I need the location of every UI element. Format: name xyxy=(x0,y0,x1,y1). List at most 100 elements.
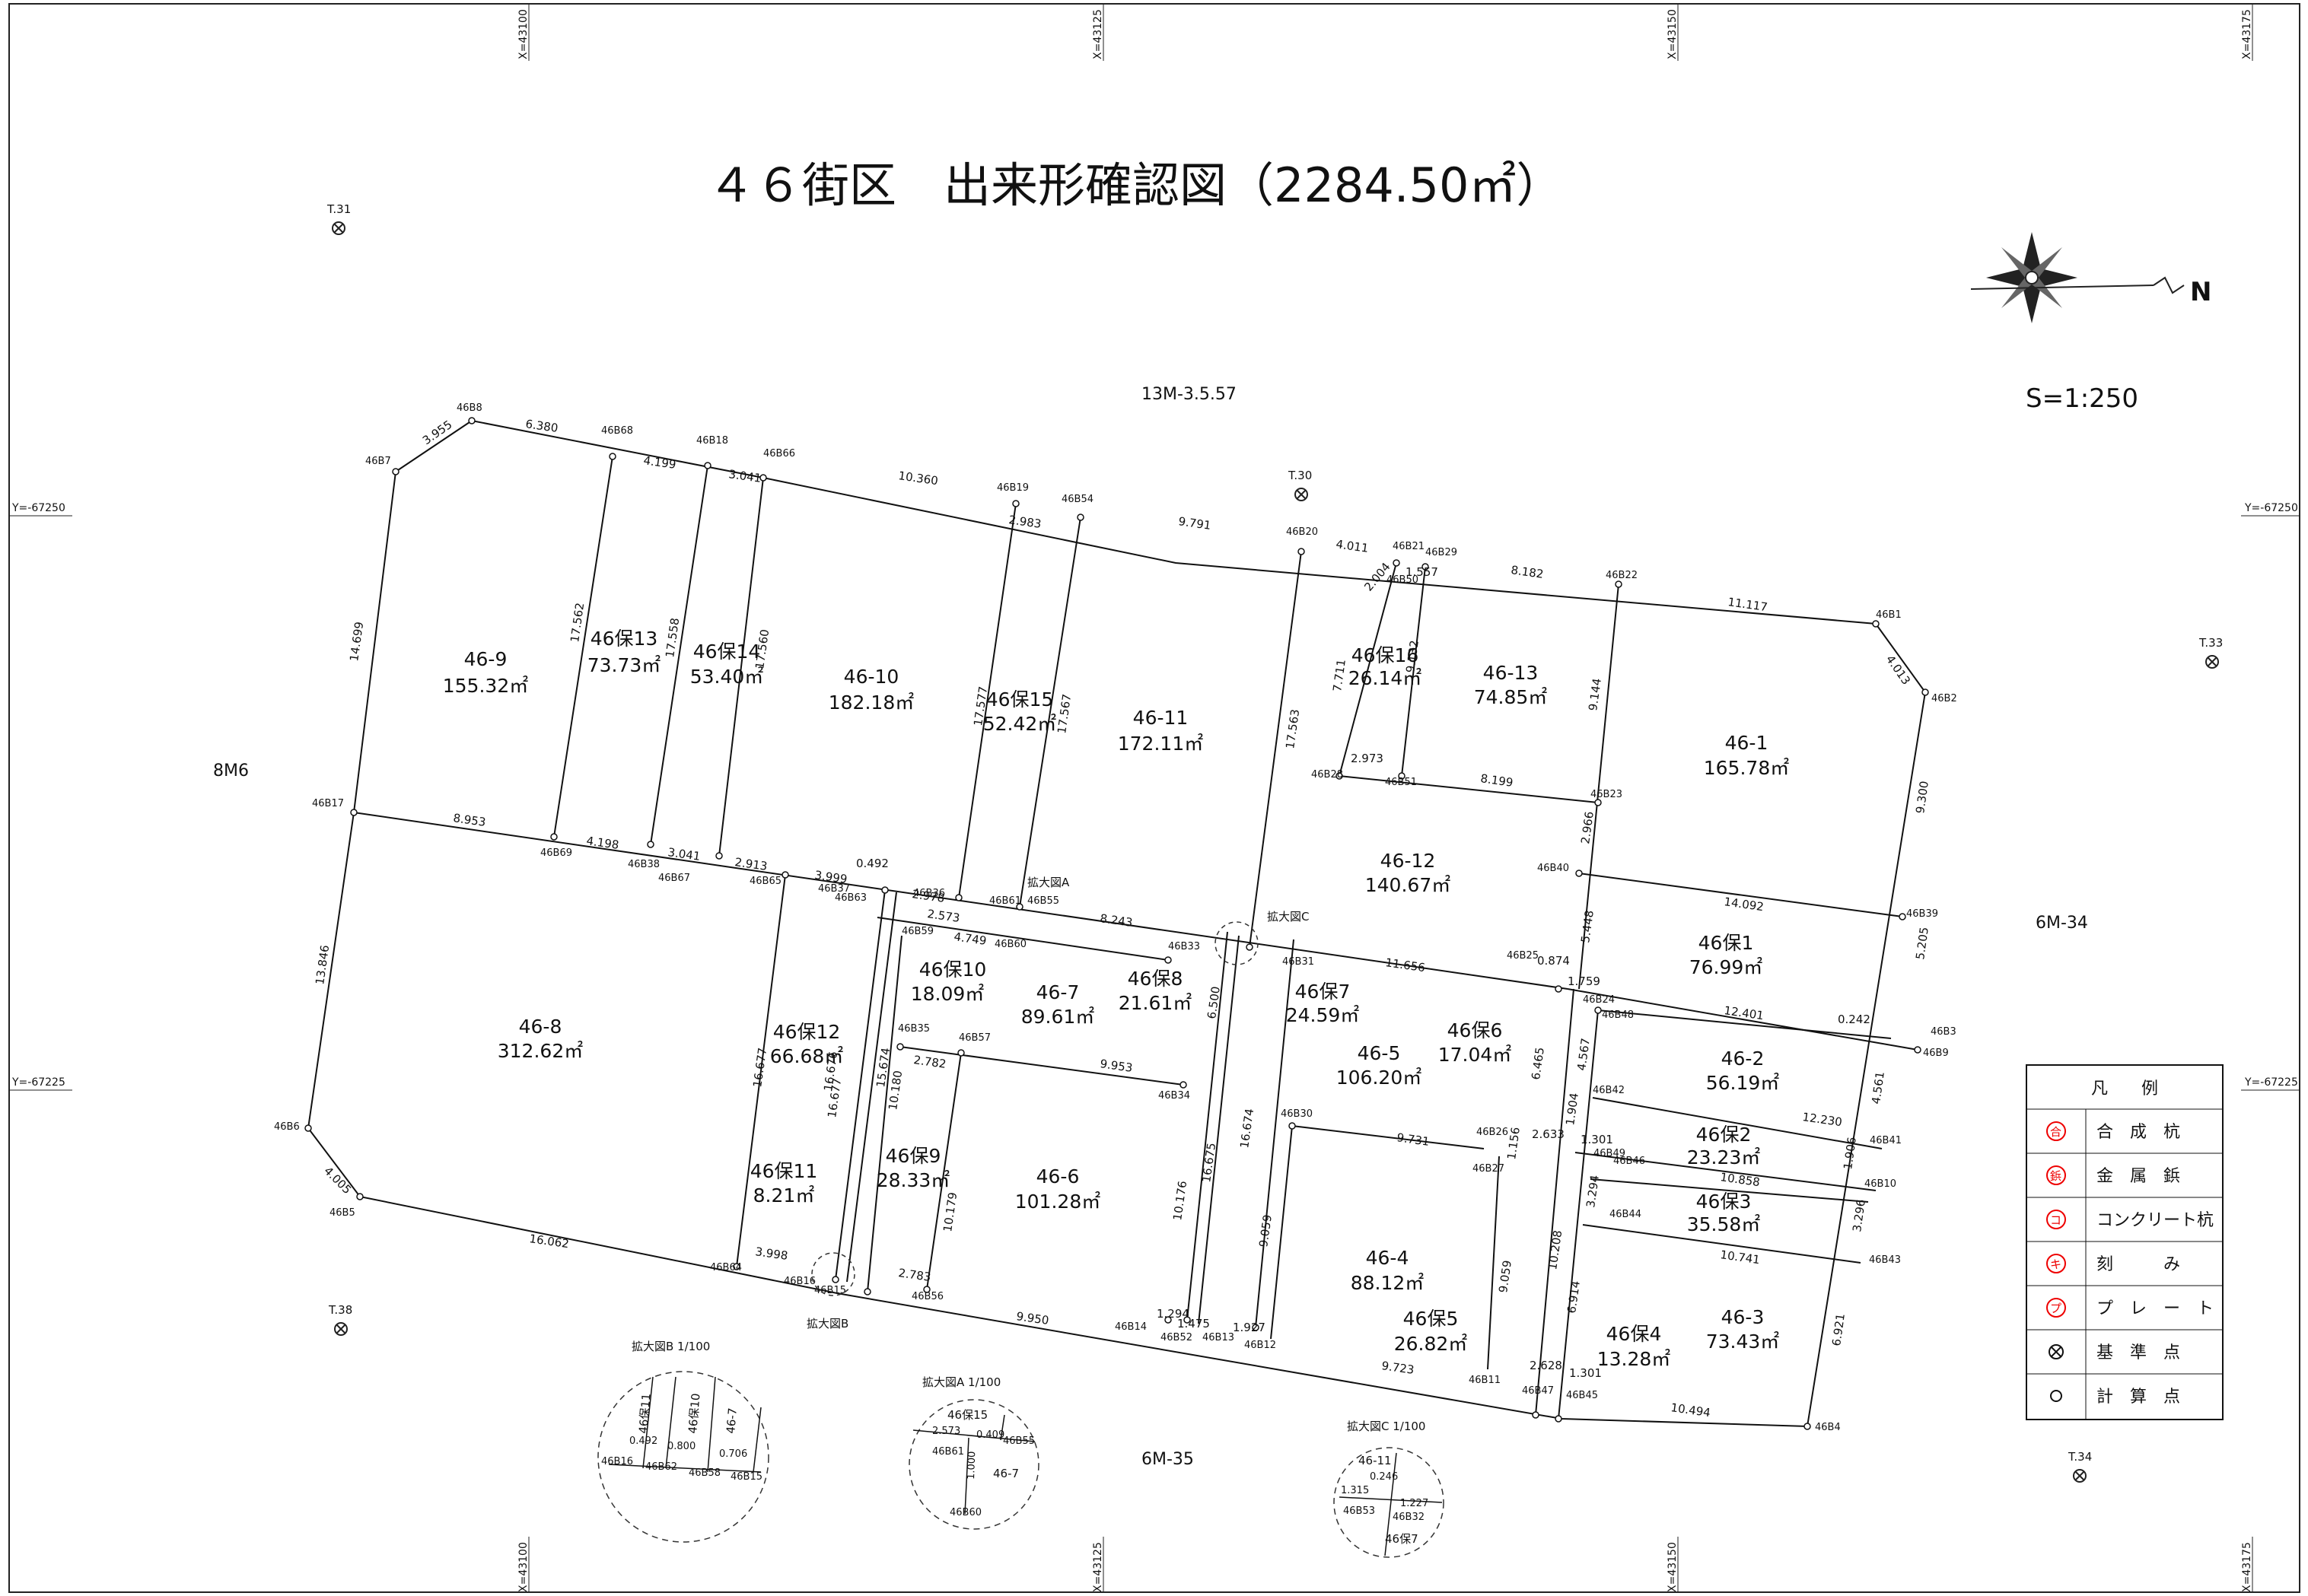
point-label: 46B31 xyxy=(1282,956,1314,968)
parcel-name: 46-9 xyxy=(464,648,508,670)
dimension-label: 1.294 xyxy=(1157,1307,1189,1321)
zoom-b-pt-1: 46B16 xyxy=(601,1456,633,1467)
benchmark-t38: T.38 xyxy=(328,1303,352,1317)
zoom-c-title: 拡大図C 1/100 xyxy=(1347,1420,1425,1433)
dimension-label: 8.182 xyxy=(1510,563,1544,581)
point-label: 46B25 xyxy=(1507,950,1539,962)
parcel-name: 46-2 xyxy=(1721,1048,1765,1070)
zoom-c-pt-1: 46B53 xyxy=(1343,1505,1375,1517)
marker-symbol-icon xyxy=(2046,1254,2066,1273)
dimension-label: 2.913 xyxy=(734,855,768,873)
point-label: 46B51 xyxy=(1385,777,1417,788)
point-label: 46B42 xyxy=(1593,1085,1625,1096)
dimension-label: 9.144 xyxy=(1586,678,1604,712)
legend-row: 計 算 点 xyxy=(2050,1388,2180,1407)
point-label: 46B36 xyxy=(913,888,945,899)
point-label: 46B7 xyxy=(365,456,391,467)
point-label: 46B2 xyxy=(1931,693,1957,704)
point-label: 46B23 xyxy=(1590,789,1622,800)
zoom-a-title: 拡大図A 1/100 xyxy=(922,1375,1001,1389)
marker-symbol-icon xyxy=(2046,1165,2066,1185)
marker-symbol-icon xyxy=(2046,1210,2066,1229)
zoom-a-parcel-1: 46保15 xyxy=(947,1408,988,1422)
dimension-label: 6.465 xyxy=(1529,1047,1547,1081)
parcel-area: 172.11㎡ xyxy=(1118,733,1203,755)
parcel-area: 8.21㎡ xyxy=(753,1184,815,1207)
parcel-area: 182.18㎡ xyxy=(829,691,914,714)
parcel-name: 46-13 xyxy=(1483,662,1539,684)
point-label: 46B22 xyxy=(1606,570,1638,581)
legend-label: プ レ ー ト xyxy=(2096,1299,2214,1318)
point-label: 46B26 xyxy=(1476,1127,1508,1138)
legend-label: 金 属 鋲 xyxy=(2096,1167,2180,1186)
dimension-label: 9.950 xyxy=(1015,1309,1049,1327)
parcel-area: 17.04㎡ xyxy=(1438,1044,1512,1066)
survey-point-markers xyxy=(304,417,1929,1430)
parcel-area: 28.33㎡ xyxy=(877,1169,950,1191)
parcel-name: 46-11 xyxy=(1133,707,1189,729)
point-label: 46B16 xyxy=(784,1276,816,1287)
point-label: 46B21 xyxy=(1393,541,1425,552)
dimension-label: 1.759 xyxy=(1568,974,1600,988)
dimension-label: 9.723 xyxy=(1380,1359,1415,1377)
point-label: 46B33 xyxy=(1168,941,1200,952)
dimension-label: 6.500 xyxy=(1205,986,1223,1020)
parcel-area: 73.43㎡ xyxy=(1706,1331,1780,1353)
dimension-label: 10.741 xyxy=(1719,1248,1760,1267)
parcel-area: 23.23㎡ xyxy=(1687,1146,1761,1168)
parcel-name: 46保6 xyxy=(1447,1019,1503,1041)
dimension-label: 10.179 xyxy=(941,1191,960,1232)
dimension-label: 5.448 xyxy=(1578,910,1596,944)
zoom-b-pt-4: 46B15 xyxy=(731,1471,762,1483)
parcel-area: 53.40㎡ xyxy=(690,666,764,688)
point-label: 46B4 xyxy=(1815,1422,1841,1433)
parcel-area: 26.14㎡ xyxy=(1348,667,1422,689)
dimension-label: 2.966 xyxy=(1578,811,1596,845)
legend-label: 計 算 点 xyxy=(2096,1388,2180,1407)
point-label: 46B17 xyxy=(312,798,344,809)
point-labels: 46B846B746B6846B1846B6646B1946B5446B2046… xyxy=(274,402,1957,1433)
zoom-b-pt-2: 46B62 xyxy=(645,1461,677,1473)
legend-row: ププ レ ー ト xyxy=(2046,1298,2214,1318)
point-label: 46B10 xyxy=(1864,1178,1896,1190)
zoom-a-parcel-2: 46-7 xyxy=(993,1467,1019,1480)
parcel-name: 46保8 xyxy=(1128,968,1183,990)
dimension-label: 14.699 xyxy=(347,621,366,662)
dimension-label: 6.921 xyxy=(1829,1313,1848,1347)
grid-y-left-1: Y=-67250 xyxy=(11,502,65,514)
point-label: 46B60 xyxy=(995,939,1027,950)
point-label: 46B34 xyxy=(1158,1090,1190,1102)
legend-label: 基 準 点 xyxy=(2096,1343,2180,1362)
point-label: 46B38 xyxy=(628,859,660,870)
legend-mark: 鋲 xyxy=(2050,1169,2061,1183)
parcel-area: 52.42㎡ xyxy=(983,713,1057,735)
grid-x-top-2: X=43125 xyxy=(1092,9,1104,59)
dimension-label: 4.567 xyxy=(1574,1038,1593,1072)
point-label: 46B30 xyxy=(1281,1108,1313,1120)
point-label: 46B14 xyxy=(1115,1321,1147,1333)
point-label: 46B3 xyxy=(1931,1026,1956,1038)
parcel-name: 46保12 xyxy=(773,1021,841,1043)
zoom-indicators xyxy=(811,921,1259,1296)
legend-mark: キ xyxy=(2050,1257,2061,1271)
parcel-area: 26.82㎡ xyxy=(1394,1333,1468,1355)
dimension-label: 9.132 xyxy=(1403,640,1421,674)
dimension-label: 2.782 xyxy=(912,1053,947,1071)
parcel-name: 46保2 xyxy=(1696,1124,1752,1146)
point-label: 46B68 xyxy=(601,425,633,437)
point-label: 46B35 xyxy=(898,1023,930,1035)
point-label: 46B43 xyxy=(1869,1254,1901,1266)
point-label: 46B55 xyxy=(1027,895,1059,907)
dimension-label: 17.560 xyxy=(753,628,772,669)
dimension-label: 8.953 xyxy=(452,811,486,829)
point-label: 46B18 xyxy=(696,435,728,447)
parcel-name: 46保16 xyxy=(1351,644,1419,666)
point-label: 46B45 xyxy=(1566,1390,1598,1401)
zoom-c-dim-3: 1.227 xyxy=(1400,1498,1428,1509)
dimension-label: 2.973 xyxy=(1351,752,1383,765)
dimension-label: 9.731 xyxy=(1396,1130,1430,1149)
dimension-label: 4.011 xyxy=(1335,537,1369,555)
dimension-label: 2.633 xyxy=(1532,1127,1565,1141)
